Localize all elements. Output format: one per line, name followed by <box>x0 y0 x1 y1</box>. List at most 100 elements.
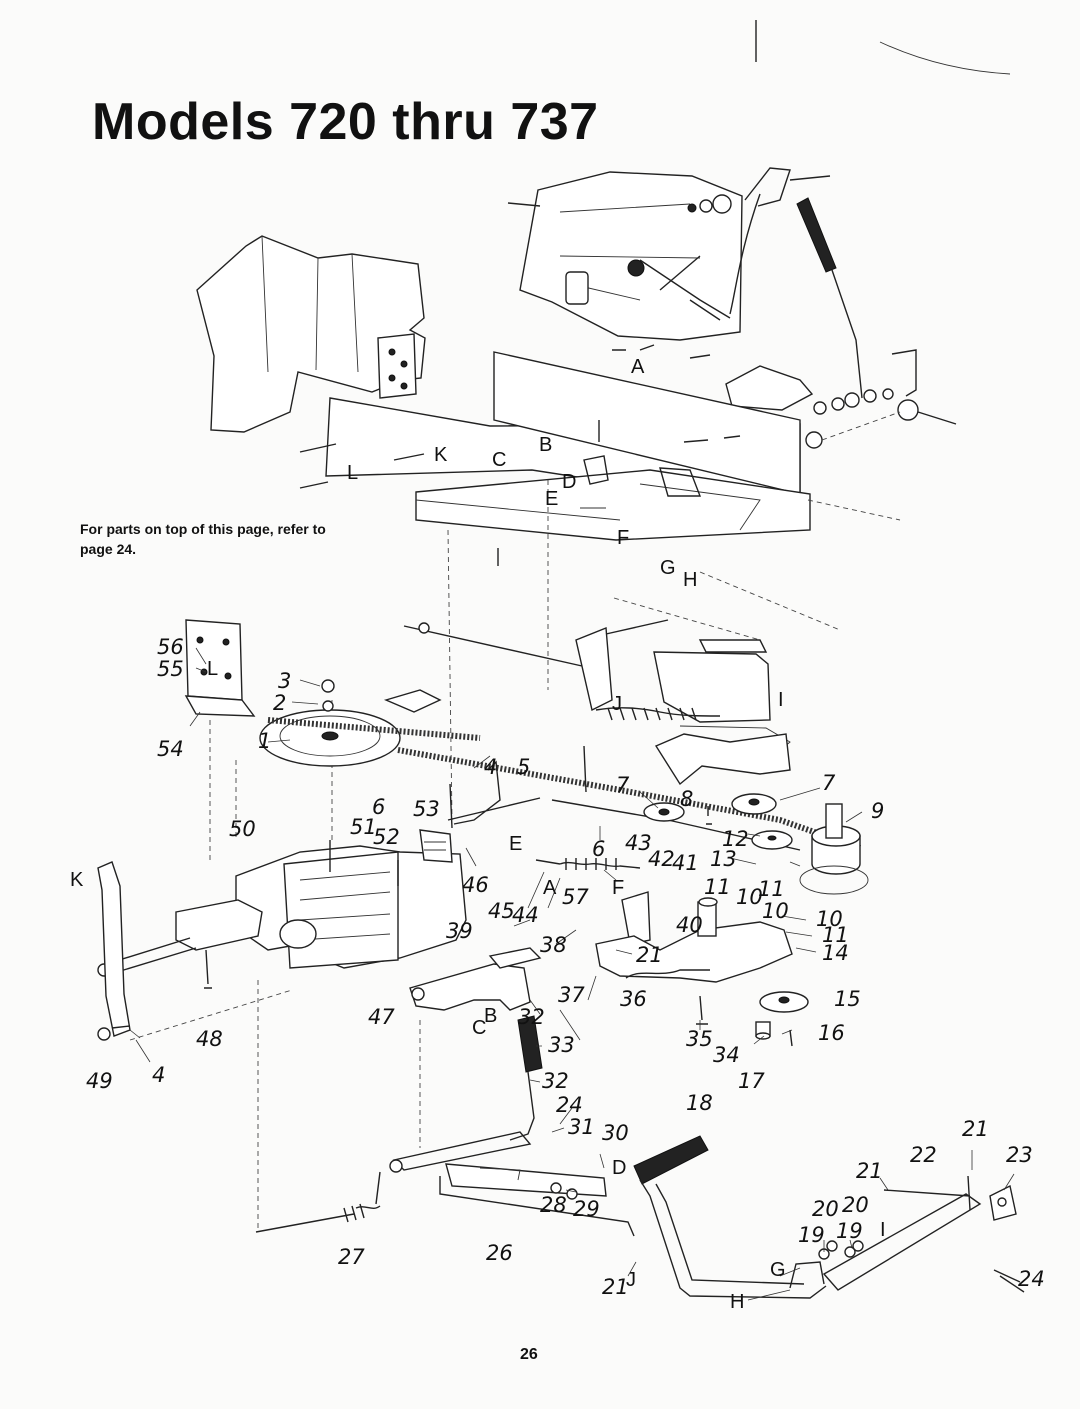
brake-pedal-part <box>633 1135 1025 1299</box>
callout-I-2: I <box>880 1219 886 1241</box>
callout-6: 6 <box>372 795 385 819</box>
callout-19: 19 <box>798 1223 825 1247</box>
callout-45: 45 <box>488 899 515 923</box>
callout-4-2: 4 <box>152 1063 165 1087</box>
callout-A-2: A <box>543 877 557 899</box>
callout-48: 48 <box>196 1027 223 1051</box>
callout-20: 20 <box>812 1197 839 1221</box>
callout-55: 55 <box>157 657 184 681</box>
callout-26: 26 <box>486 1241 513 1265</box>
callout-G-2: G <box>770 1259 786 1281</box>
callout-10: 10 <box>736 885 763 909</box>
callout-23: 23 <box>1006 1143 1033 1167</box>
callout-21-4: 21 <box>602 1275 629 1299</box>
control-rod-part <box>383 619 669 829</box>
callout-20-2: 20 <box>842 1193 869 1217</box>
callout-J-2: J <box>626 1269 636 1291</box>
callout-labels: A B C D E F G H K L 56 55 L 3 2 54 1 J I… <box>70 356 1045 1313</box>
callout-21-2: 21 <box>962 1117 989 1141</box>
callout-29: 29 <box>573 1197 600 1221</box>
callout-22: 22 <box>910 1143 937 1167</box>
callout-14: 14 <box>822 941 849 965</box>
callout-42: 42 <box>648 847 675 871</box>
callout-leaders <box>129 647 1015 1301</box>
callout-6-2: 6 <box>592 837 605 861</box>
idler-bracket-part <box>595 639 791 786</box>
callout-32-2: 32 <box>542 1069 569 1093</box>
callout-18: 18 <box>686 1091 713 1115</box>
callout-36: 36 <box>620 987 647 1011</box>
callout-51: 51 <box>350 815 377 839</box>
callout-34: 34 <box>713 1043 740 1067</box>
callout-37: 37 <box>558 983 585 1007</box>
page-title: Models 720 thru 737 <box>92 93 599 151</box>
callout-L-2: L <box>207 658 218 680</box>
callout-11-2: 11 <box>758 877 785 901</box>
callout-50: 50 <box>229 817 256 841</box>
drive-pulley-part <box>259 679 861 851</box>
callout-1: 1 <box>258 729 271 753</box>
callout-38: 38 <box>540 933 567 957</box>
callout-D-2: D <box>612 1157 626 1179</box>
callout-31: 31 <box>568 1115 595 1139</box>
assembly-guide-lines <box>129 480 761 1232</box>
callout-40: 40 <box>676 913 703 937</box>
callout-44: 44 <box>512 903 539 927</box>
callout-47: 47 <box>368 1005 395 1029</box>
callout-J: J <box>612 693 622 715</box>
callout-57: 57 <box>562 885 589 909</box>
callout-53: 53 <box>413 797 440 821</box>
callout-21-3: 21 <box>856 1159 883 1183</box>
callout-B: B <box>539 434 552 456</box>
spring-linkage-part <box>535 858 641 870</box>
callout-19-2: 19 <box>836 1219 863 1243</box>
callout-9: 9 <box>871 799 884 823</box>
callout-21: 21 <box>636 943 663 967</box>
callout-H: H <box>683 569 697 591</box>
tie-rod-part <box>97 861 131 1041</box>
clutch-bracket-part <box>595 891 809 1047</box>
callout-G: G <box>660 557 676 579</box>
callout-A: A <box>631 356 645 378</box>
callout-C: C <box>492 449 506 471</box>
callout-46: 46 <box>462 873 489 897</box>
callout-35: 35 <box>686 1027 713 1051</box>
callout-C-2: C <box>472 1017 486 1039</box>
callout-41: 41 <box>672 851 699 875</box>
callout-7-2: 7 <box>822 771 836 795</box>
callout-54: 54 <box>157 737 184 761</box>
callout-49: 49 <box>86 1069 113 1093</box>
callout-10-3: 10 <box>816 907 843 931</box>
body-panel-part <box>196 235 426 433</box>
callout-24: 24 <box>556 1093 583 1117</box>
callout-D: D <box>562 471 576 493</box>
callout-27: 27 <box>338 1245 365 1269</box>
mount-bracket-part <box>184 619 256 717</box>
reference-note: For parts on top of this page, refer to … <box>80 521 326 557</box>
callout-30: 30 <box>602 1121 629 1145</box>
callout-K-2: K <box>70 869 84 891</box>
callout-8: 8 <box>680 787 693 811</box>
frame-rail-part <box>299 351 901 631</box>
callout-33: 33 <box>548 1033 575 1057</box>
callout-13: 13 <box>710 847 737 871</box>
callout-43: 43 <box>625 831 652 855</box>
callout-2: 2 <box>273 691 286 715</box>
callout-E: E <box>545 488 558 510</box>
callout-24-2: 24 <box>1018 1267 1045 1291</box>
callout-39: 39 <box>446 919 473 943</box>
callout-52: 52 <box>373 825 400 849</box>
callout-11: 11 <box>704 875 731 899</box>
callout-32: 32 <box>518 1005 545 1029</box>
scan-marks <box>755 20 1011 75</box>
shift-lever-part <box>409 947 543 1141</box>
throttle-lever-part <box>725 197 957 449</box>
transmission-part <box>97 829 467 989</box>
callout-4: 4 <box>484 755 497 779</box>
idler-pulleys-part <box>643 793 869 895</box>
pedal-linkage-part <box>255 1131 635 1237</box>
callout-10-2: 10 <box>762 899 789 923</box>
callout-F: F <box>617 527 629 549</box>
